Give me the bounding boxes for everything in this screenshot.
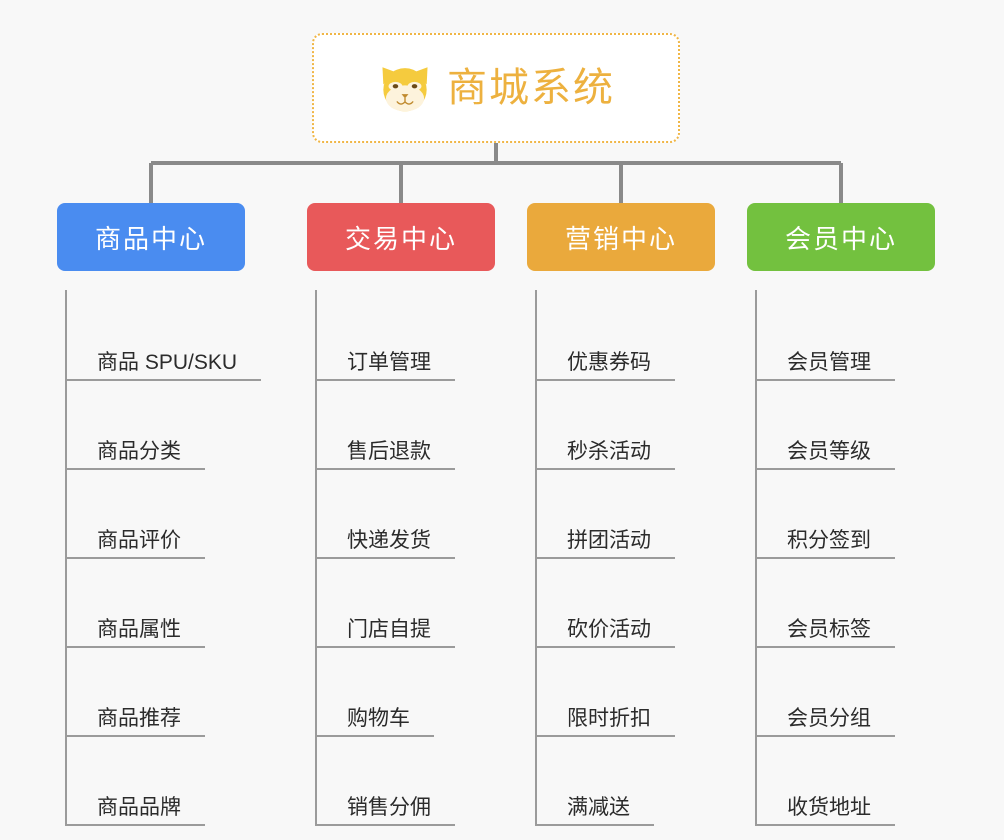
- leaf-item[interactable]: 满减送: [537, 737, 715, 826]
- category-box-0[interactable]: 商品中心: [57, 203, 245, 271]
- leaf-item[interactable]: 收货地址: [757, 737, 935, 826]
- category-label-2: 营销中心: [564, 223, 677, 254]
- leaf-item[interactable]: 快递发货: [317, 470, 495, 559]
- leaf-label: 订单管理: [317, 351, 455, 381]
- leaf-item[interactable]: 会员管理: [757, 292, 935, 381]
- leaf-label: 会员管理: [757, 351, 895, 381]
- leaf-item[interactable]: 商品评价: [67, 470, 245, 559]
- category-box-3[interactable]: 会员中心: [747, 203, 935, 271]
- root-node[interactable]: 商城系统: [312, 33, 680, 143]
- leaf-item[interactable]: 秒杀活动: [537, 381, 715, 470]
- leaf-label: 快递发货: [317, 529, 455, 559]
- category-label-3: 会员中心: [784, 223, 897, 254]
- leaf-item[interactable]: 商品分类: [67, 381, 245, 470]
- leaf-label: 商品属性: [67, 618, 205, 648]
- leaf-label: 销售分佣: [317, 796, 455, 826]
- leaf-label: 优惠券码: [537, 351, 675, 381]
- leaf-item[interactable]: 商品推荐: [67, 648, 245, 737]
- leaf-label: 会员分组: [757, 707, 895, 737]
- leaf-label: 购物车: [317, 707, 434, 737]
- leaf-item[interactable]: 售后退款: [317, 381, 495, 470]
- branch-column-3: 会员中心 会员管理 会员等级 积分签到 会员标签 会员分组 收货地址: [747, 203, 935, 826]
- shiba-dog-face-icon: [382, 67, 428, 114]
- category-label-1: 交易中心: [344, 223, 457, 254]
- category-box-1[interactable]: 交易中心: [307, 203, 495, 271]
- leaf-label: 售后退款: [317, 440, 455, 470]
- leaf-label: 秒杀活动: [537, 440, 675, 470]
- leaf-label: 商品推荐: [67, 707, 205, 737]
- branch-column-1: 交易中心 订单管理 售后退款 快递发货 门店自提 购物车 销售分佣: [307, 203, 495, 826]
- leaf-item[interactable]: 会员标签: [757, 559, 935, 648]
- leaf-label: 满减送: [537, 796, 654, 826]
- leaf-item[interactable]: 购物车: [317, 648, 495, 737]
- leaf-stack-0: 商品 SPU/SKU 商品分类 商品评价 商品属性 商品推荐 商品品牌: [65, 290, 262, 826]
- leaf-label: 限时折扣: [537, 707, 675, 737]
- leaf-item[interactable]: 限时折扣: [537, 648, 715, 737]
- branch-column-0: 商品中心 商品 SPU/SKU 商品分类 商品评价 商品属性 商品推荐 商品品牌: [57, 203, 262, 826]
- leaf-item[interactable]: 拼团活动: [537, 470, 715, 559]
- branch-column-2: 营销中心 优惠券码 秒杀活动 拼团活动 砍价活动 限时折扣 满减送: [527, 203, 715, 826]
- root-title: 商城系统: [447, 66, 615, 110]
- leaf-label: 商品评价: [67, 529, 205, 559]
- leaf-label: 积分签到: [757, 529, 895, 559]
- leaf-stack-3: 会员管理 会员等级 积分签到 会员标签 会员分组 收货地址: [755, 290, 935, 826]
- leaf-label: 商品 SPU/SKU: [67, 351, 262, 381]
- leaf-label: 收货地址: [757, 796, 895, 826]
- leaf-item[interactable]: 订单管理: [317, 292, 495, 381]
- leaf-item[interactable]: 砍价活动: [537, 559, 715, 648]
- leaf-label: 砍价活动: [537, 618, 675, 648]
- leaf-item[interactable]: 会员等级: [757, 381, 935, 470]
- leaf-item[interactable]: 商品 SPU/SKU: [67, 292, 262, 381]
- leaf-item[interactable]: 优惠券码: [537, 292, 715, 381]
- leaf-item[interactable]: 会员分组: [757, 648, 935, 737]
- leaf-item[interactable]: 商品品牌: [67, 737, 245, 826]
- category-box-2[interactable]: 营销中心: [527, 203, 715, 271]
- leaf-label: 会员标签: [757, 618, 895, 648]
- leaf-item[interactable]: 商品属性: [67, 559, 245, 648]
- leaf-stack-1: 订单管理 售后退款 快递发货 门店自提 购物车 销售分佣: [315, 290, 495, 826]
- leaf-stack-2: 优惠券码 秒杀活动 拼团活动 砍价活动 限时折扣 满减送: [535, 290, 715, 826]
- leaf-item[interactable]: 销售分佣: [317, 737, 495, 826]
- leaf-item[interactable]: 门店自提: [317, 559, 495, 648]
- leaf-label: 拼团活动: [537, 529, 675, 559]
- leaf-label: 会员等级: [757, 440, 895, 470]
- leaf-label: 商品分类: [67, 440, 205, 470]
- category-label-0: 商品中心: [94, 223, 207, 254]
- leaf-item[interactable]: 积分签到: [757, 470, 935, 559]
- leaf-label: 商品品牌: [67, 796, 205, 826]
- leaf-label: 门店自提: [317, 618, 455, 648]
